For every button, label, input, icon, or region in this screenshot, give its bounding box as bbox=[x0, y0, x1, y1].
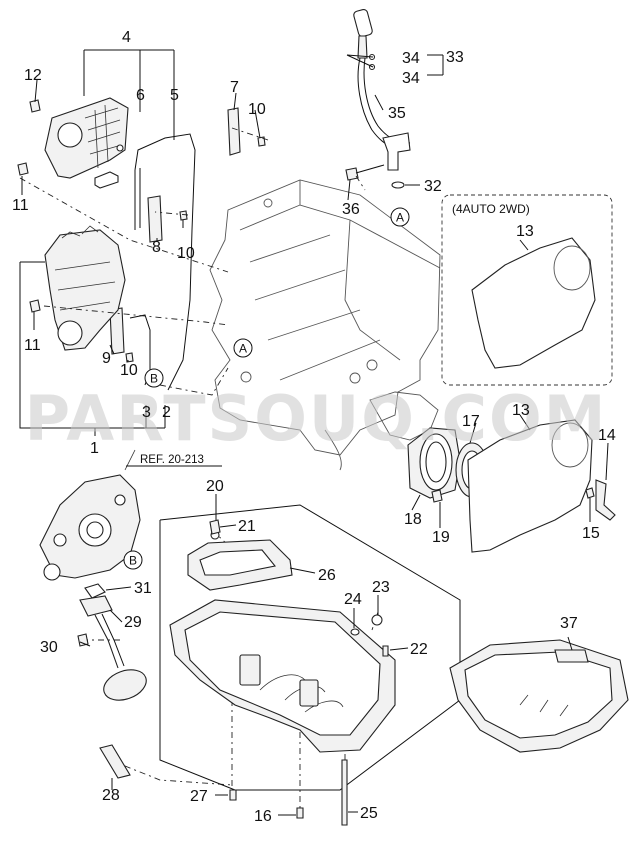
label-11-lower: 11 bbox=[24, 337, 41, 354]
reference-note: REF. 20-213 bbox=[140, 454, 204, 466]
label-12: 12 bbox=[24, 67, 42, 84]
label-3: 3 bbox=[142, 404, 151, 421]
callout-b-pump: B bbox=[123, 550, 143, 570]
label-13-upper: 13 bbox=[516, 223, 534, 240]
variant-box bbox=[441, 194, 613, 386]
label-20: 20 bbox=[206, 478, 224, 495]
label-10-middle: 10 bbox=[177, 245, 195, 262]
callout-b-cover: B bbox=[144, 368, 164, 388]
timing-cover-gasket-strip bbox=[94, 133, 196, 391]
label-19: 19 bbox=[432, 529, 450, 546]
label-24: 24 bbox=[344, 591, 362, 608]
label-37: 37 bbox=[560, 615, 578, 632]
drive-plate-cover-4wd bbox=[471, 237, 596, 369]
label-31: 31 bbox=[134, 580, 152, 597]
svg-text:B: B bbox=[150, 372, 158, 386]
svg-text:B: B bbox=[129, 554, 137, 568]
label-35: 35 bbox=[388, 105, 406, 122]
callout-a-dipstick: A bbox=[390, 207, 410, 227]
bolts-upper bbox=[17, 99, 266, 363]
label-4: 4 bbox=[122, 29, 131, 46]
drive-plate-cover bbox=[467, 419, 616, 553]
label-29: 29 bbox=[124, 614, 142, 631]
oil-pan bbox=[169, 599, 396, 753]
oil-pump-assembly bbox=[39, 449, 147, 701]
label-17: 17 bbox=[462, 413, 480, 430]
label-28: 28 bbox=[102, 787, 120, 804]
label-2: 2 bbox=[162, 404, 171, 421]
timing-cover-bracket-7-8 bbox=[109, 107, 241, 355]
label-8: 8 bbox=[152, 239, 161, 256]
label-34-lower: 34 bbox=[402, 70, 420, 87]
label-10-upper: 10 bbox=[248, 101, 266, 118]
part-number-labels: 4 12 6 5 7 10 11 8 10 11 9 10 3 2 1 33 3… bbox=[12, 29, 616, 825]
label-10-lower: 10 bbox=[120, 362, 138, 379]
label-33: 33 bbox=[446, 49, 464, 66]
oil-pan-alt bbox=[449, 639, 629, 753]
label-25: 25 bbox=[360, 805, 378, 822]
dipstick-assembly bbox=[345, 8, 411, 189]
oil-pan-box bbox=[159, 504, 461, 791]
label-16: 16 bbox=[254, 808, 272, 825]
callout-a-block: A bbox=[233, 338, 253, 358]
variant-note: (4AUTO 2WD) bbox=[452, 202, 530, 216]
label-32: 32 bbox=[424, 178, 442, 195]
engine-block-outline bbox=[209, 179, 441, 471]
label-34-upper: 34 bbox=[402, 50, 420, 67]
label-22: 22 bbox=[410, 641, 428, 658]
label-30: 30 bbox=[40, 639, 58, 656]
label-leaders bbox=[21, 54, 609, 816]
label-27: 27 bbox=[190, 788, 208, 805]
label-13-lower: 13 bbox=[512, 402, 530, 419]
oil-pan-upper bbox=[187, 530, 293, 591]
label-23: 23 bbox=[372, 579, 390, 596]
label-5: 5 bbox=[170, 87, 179, 104]
oil-pan-bolts bbox=[99, 519, 348, 826]
label-26: 26 bbox=[318, 567, 336, 584]
label-1: 1 bbox=[90, 440, 99, 457]
timing-belt-cover-upper bbox=[44, 97, 129, 179]
label-14: 14 bbox=[598, 427, 616, 444]
label-15: 15 bbox=[582, 525, 600, 542]
svg-text:A: A bbox=[396, 211, 404, 225]
group-brackets bbox=[19, 49, 175, 436]
label-21: 21 bbox=[238, 518, 256, 535]
label-9: 9 bbox=[102, 350, 111, 367]
label-36: 36 bbox=[342, 201, 360, 218]
label-6: 6 bbox=[136, 87, 145, 104]
watermark-text: PARTSOUQ.COM bbox=[25, 382, 608, 455]
timing-belt-cover-lower bbox=[44, 225, 151, 386]
label-18: 18 bbox=[404, 511, 422, 528]
svg-text:A: A bbox=[239, 342, 247, 356]
label-7: 7 bbox=[230, 79, 239, 96]
label-11-upper: 11 bbox=[12, 197, 29, 214]
